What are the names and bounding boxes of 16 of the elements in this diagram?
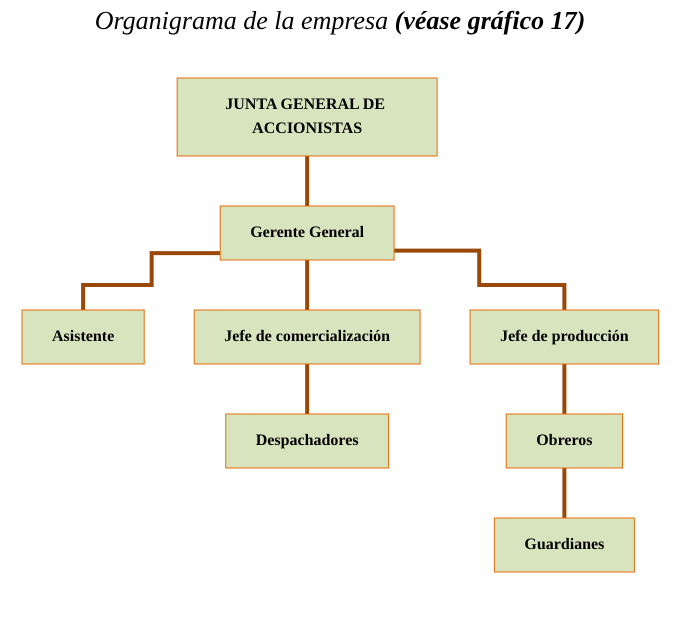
- diagram-title: Organigrama de la empresa (véase gráfico 17): [94, 6, 586, 36]
- node-box: Jefe de producción: [469, 310, 659, 364]
- node-box: JUNTA GENERAL DE ACCIONISTAS: [176, 78, 438, 156]
- node-box: Guardianes: [494, 518, 635, 572]
- node-box: Despachadores: [224, 414, 389, 468]
- node-box: Obreros: [505, 414, 623, 468]
- connector: [562, 362, 566, 416]
- connector: [562, 466, 566, 520]
- connector: [304, 154, 309, 208]
- connector: [304, 362, 309, 416]
- connector: [80, 251, 220, 312]
- connector: [304, 258, 309, 312]
- connector: [394, 248, 566, 312]
- node-box: Gerente General: [219, 206, 394, 260]
- node-box: Asistente: [21, 310, 144, 364]
- node-box: Jefe de comercialización: [193, 310, 420, 364]
